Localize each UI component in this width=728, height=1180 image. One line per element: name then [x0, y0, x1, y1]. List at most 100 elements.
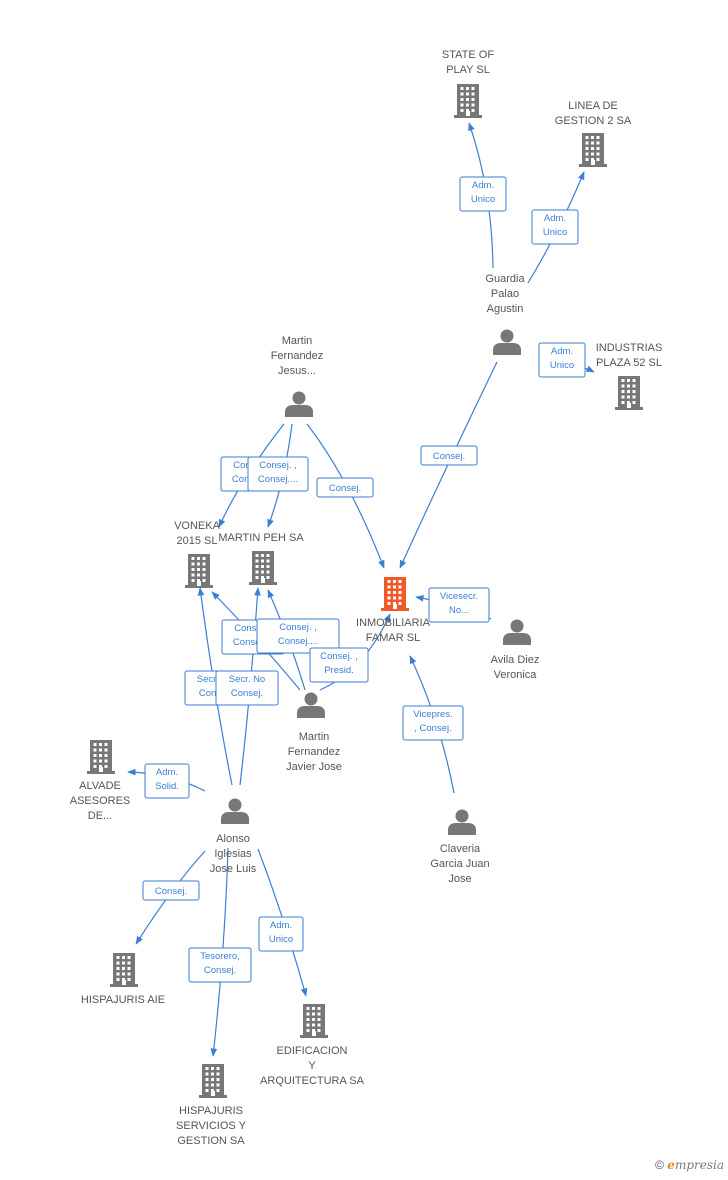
edge-label-box [316, 477, 374, 498]
building-icon [615, 376, 643, 410]
edge-label-guardia-to-linea[interactable]: Adm.Unico [531, 209, 579, 245]
edge-label-text: Consej. , [259, 460, 297, 471]
node-inmob[interactable]: INMOBILIARIA FAMAR SL [356, 577, 431, 644]
edge-label-martinjj-to-inmob[interactable]: Consej. ,Presid. [309, 647, 369, 683]
node-label: VONEKA [174, 520, 221, 532]
building-icon [87, 740, 115, 774]
node-label: Avila Diez [491, 654, 540, 666]
node-martinpeh[interactable]: MARTIN PEH SA [218, 532, 304, 585]
node-label: ASESORES [70, 795, 131, 807]
node-label: LINEA DE [568, 100, 618, 112]
edge-label-box [420, 445, 478, 466]
edge-label-text: Secr. No [197, 674, 233, 685]
node-label: DE... [88, 810, 112, 822]
node-hispaie[interactable]: HISPAJURIS AIE [81, 953, 165, 1006]
node-label: Claveria [440, 843, 481, 855]
edge-label-avila-to-inmob[interactable]: Vicesecr.No... [428, 587, 490, 623]
node-label: STATE OF [442, 49, 494, 61]
edge-label-text: Tesorero, [200, 951, 240, 962]
edge-label-box [428, 587, 490, 623]
node-label: MARTIN PEH SA [218, 532, 304, 544]
building-icon [381, 577, 409, 611]
edge-label-text: Consej. [204, 965, 236, 976]
edge-label-text: Consej. [155, 886, 187, 897]
edge-label-text: Adm. [551, 346, 573, 357]
edge-label-text: Consej. [231, 688, 263, 699]
edge-label-text: Vicesecr. [440, 591, 478, 602]
node-label: INDUSTRIAS [596, 342, 663, 354]
edge-label-text: Unico [471, 194, 495, 205]
node-label: HISPAJURIS AIE [81, 994, 165, 1006]
node-label: Fernandez [271, 350, 324, 362]
node-label: Garcia Juan [430, 858, 489, 870]
edge-label-claveria-to-inmob[interactable]: Vicepres., Consej. [402, 705, 464, 741]
edge-label-martinj-to-martinpeh[interactable]: Consej. , Consej.... [247, 456, 309, 492]
edge-label-alonso-to-hispaie[interactable]: Consej. [142, 880, 200, 901]
edge-label-text: Consej.... [258, 474, 298, 485]
node-industrias[interactable]: INDUSTRIAS PLAZA 52 SL [596, 342, 663, 410]
edge-label-box [215, 670, 279, 706]
copyright-symbol: © [655, 1158, 664, 1172]
node-label: Iglesias [214, 848, 252, 860]
node-label: Agustin [487, 303, 524, 315]
node-label: Veronica [494, 669, 538, 681]
edge-label-text: Consej. [329, 483, 361, 494]
edges-layer [127, 122, 595, 1057]
node-label: INMOBILIARIA [356, 617, 431, 629]
node-label: ALVADE [79, 780, 121, 792]
edge-label-martinjj-to-martinpeh[interactable]: Consej. ,Consej.... [256, 618, 340, 654]
edge-label-text: Unico [550, 360, 574, 371]
edge-label-text: Unico [543, 227, 567, 238]
edge-label-text: Consej. , [234, 623, 272, 634]
node-label: GESTION SA [177, 1135, 245, 1147]
edge-label-box [309, 647, 369, 683]
edge-label-box [247, 456, 309, 492]
edge-label-text: Unico [269, 934, 293, 945]
edge-label-box [538, 342, 586, 378]
edge-label-guardia-to-state[interactable]: Adm.Unico [459, 176, 507, 212]
edge-label-alonso-to-edif[interactable]: Adm. Unico [258, 916, 304, 952]
node-label: Y [308, 1060, 316, 1072]
brand-logo-e: e [667, 1158, 675, 1172]
node-label: Guardia [485, 273, 525, 285]
node-label: EDIFICACION [277, 1045, 348, 1057]
node-label: Fernandez [288, 746, 341, 758]
node-label: FAMAR SL [366, 632, 420, 644]
edge-label-martinj-to-inmob[interactable]: Consej. [316, 477, 374, 498]
node-label: HISPAJURIS [179, 1105, 243, 1117]
edge-label-alonso-to-alvade[interactable]: Adm.Solid. [144, 763, 190, 799]
edge-label-guardia-to-industrias[interactable]: Adm. Unico [538, 342, 586, 378]
edge-label-box [142, 880, 200, 901]
node-alvade[interactable]: ALVADE ASESORES DE... [70, 740, 131, 822]
node-label: Javier Jose [286, 761, 342, 773]
node-martinj[interactable]: MartinFernandezJesus... [271, 335, 324, 417]
edge-label-guardia-to-inmob[interactable]: Consej. [420, 445, 478, 466]
edge-label-alonso-to-hispserv[interactable]: Tesorero, Consej. [188, 947, 252, 983]
building-icon [110, 953, 138, 987]
edge-label-text: Consej. [199, 688, 231, 699]
edge-label-box [258, 916, 304, 952]
node-label: PLAZA 52 SL [596, 357, 662, 369]
edge-label-box [256, 618, 340, 654]
edge-label-text: , Consej. [414, 723, 452, 734]
node-label: Alonso [216, 833, 250, 845]
person-icon [297, 692, 325, 718]
edge-label-text: Consej. , [279, 622, 317, 633]
person-icon [503, 619, 531, 645]
edge-label-box [402, 705, 464, 741]
edge-label-text: Adm. [270, 920, 292, 931]
edge-label-text: Consej. , [320, 651, 358, 662]
